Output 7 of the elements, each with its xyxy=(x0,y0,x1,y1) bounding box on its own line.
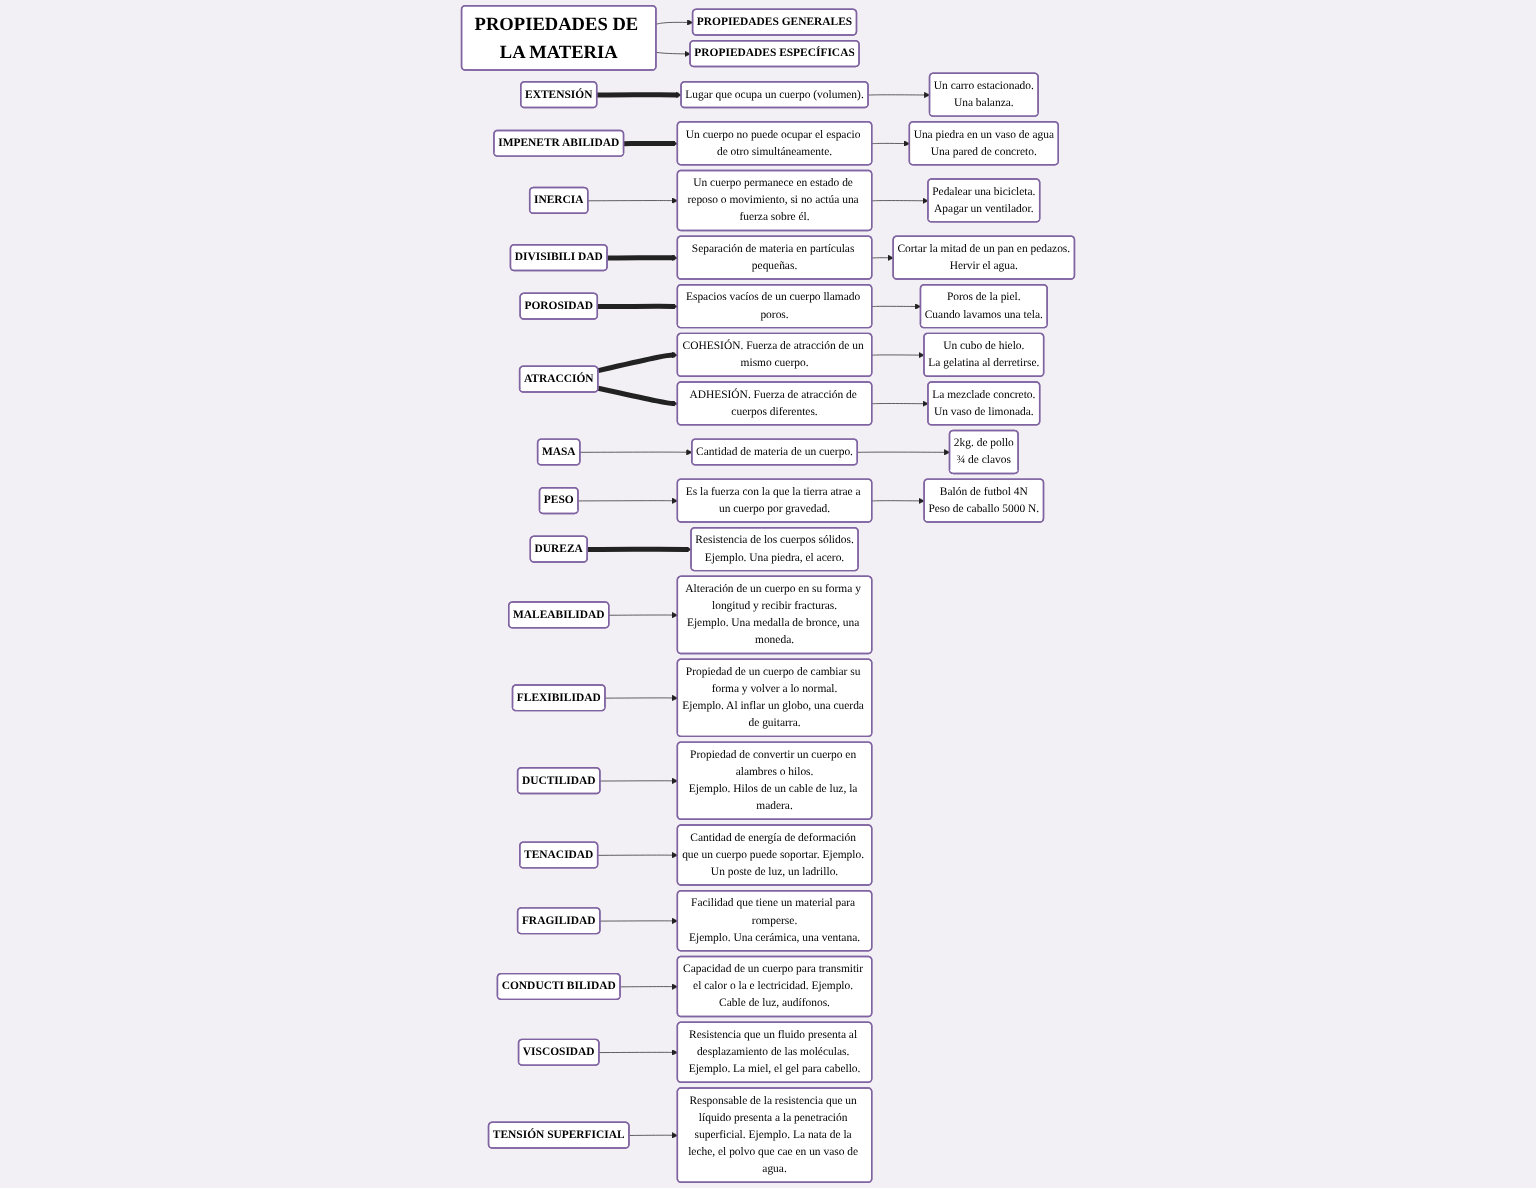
arrow xyxy=(597,303,678,310)
arrow xyxy=(597,91,682,99)
arrow xyxy=(587,546,692,553)
arrow xyxy=(597,385,678,407)
arrow xyxy=(623,140,678,147)
arrow xyxy=(597,351,678,374)
arrow xyxy=(607,254,678,261)
